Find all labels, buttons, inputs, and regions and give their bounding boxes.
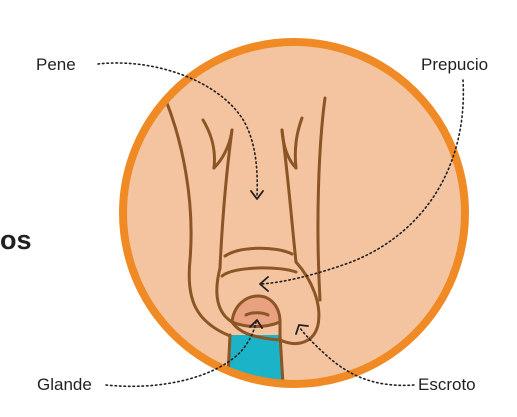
label-pene: Pene (36, 55, 76, 74)
cropped-heading-text: os (0, 225, 32, 255)
label-escroto: Escroto (418, 375, 476, 394)
label-prepucio: Prepucio (421, 55, 488, 74)
label-glande: Glande (37, 375, 92, 394)
